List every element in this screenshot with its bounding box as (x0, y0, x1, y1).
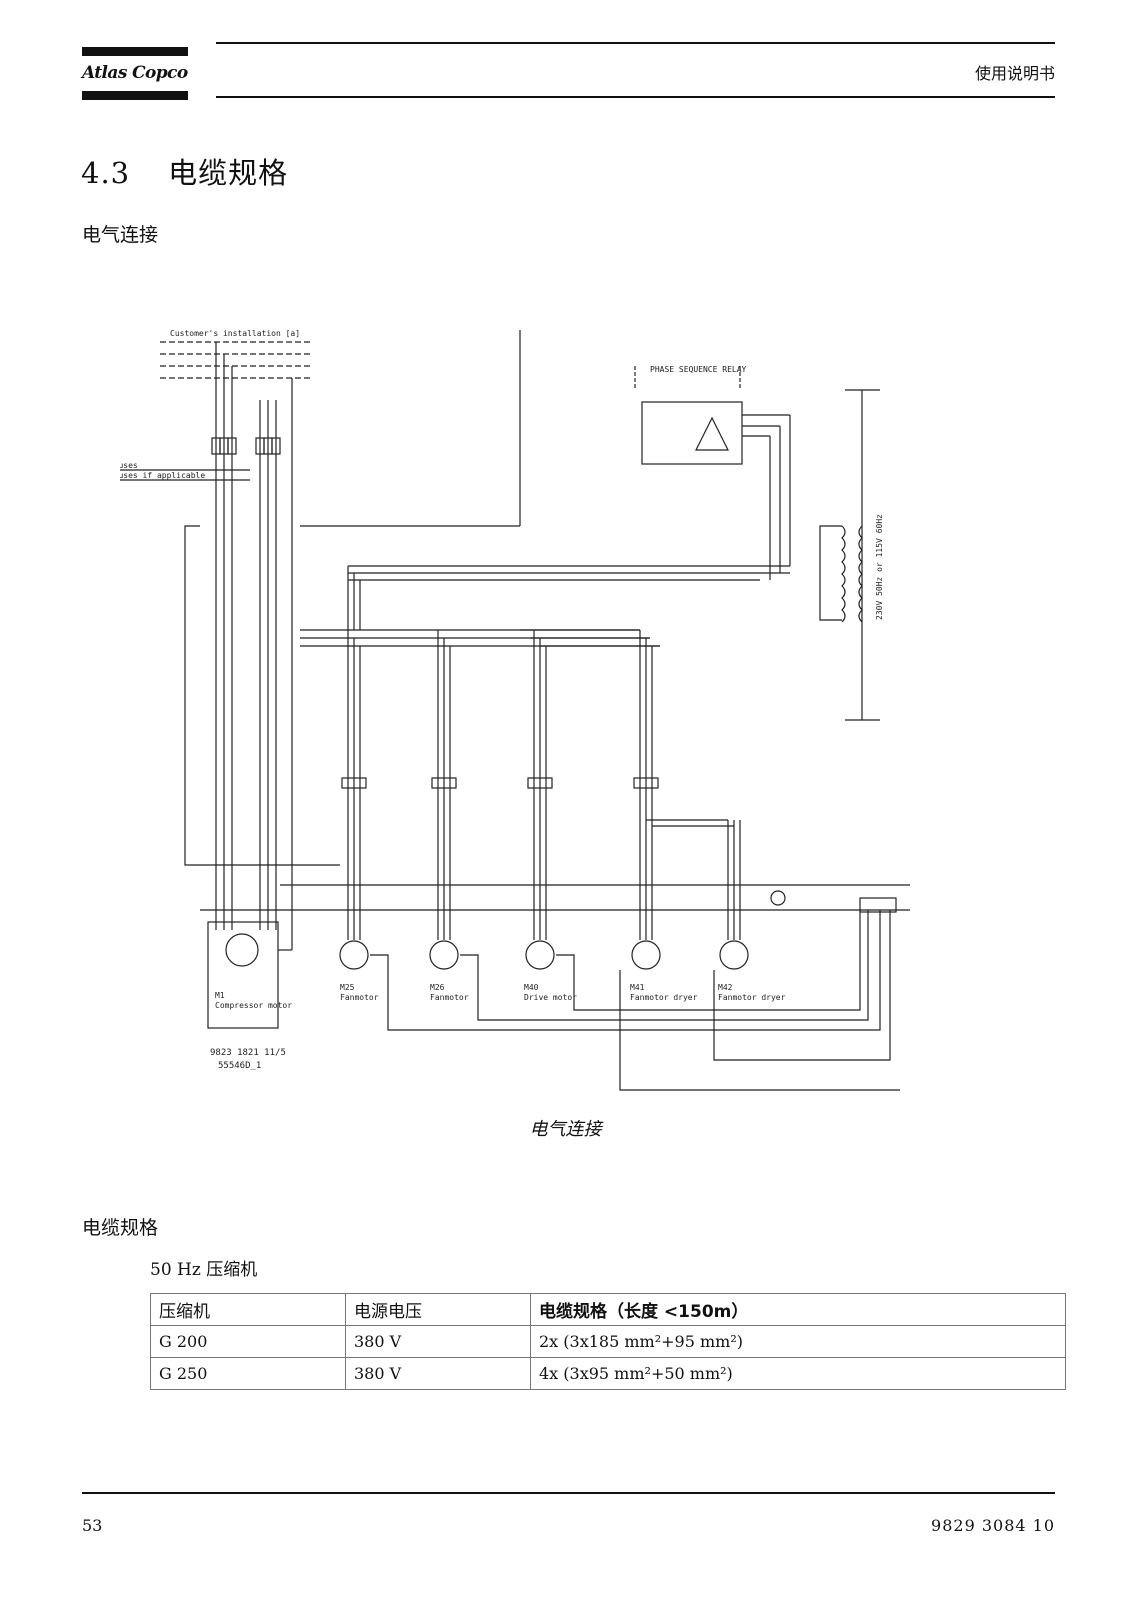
document-title: 使用说明书 (974, 64, 1055, 83)
motor-m41-desc: Fanmotor dryer (630, 993, 698, 1002)
header-rule-top (216, 42, 1055, 44)
table-cell: 2x (3x185 mm²+95 mm²) (530, 1325, 1066, 1358)
motor-m1-code: M1 (215, 991, 225, 1000)
table-header-cable: 电缆规格（长度 <150m） (530, 1293, 1066, 1326)
page-number: 53 (82, 1516, 103, 1535)
section-title: 电缆规格 (168, 156, 289, 190)
table-cell: G 250 (150, 1357, 346, 1390)
diagram-caption: 电气连接 (529, 1119, 602, 1140)
logo-top-bar (82, 47, 188, 56)
cable-spec-table: 压缩机 电源电压 电缆规格（长度 <150m） G 200 380 V 2x (… (150, 1293, 1066, 1390)
table-header-compressor: 压缩机 (150, 1293, 346, 1326)
motor-m1-desc: Compressor motor (215, 1001, 292, 1010)
atlas-copco-logo: Atlas Copco (82, 47, 188, 100)
motor-m26-desc: Fanmotor (430, 993, 469, 1002)
motor-m40-code: M40 (524, 983, 539, 992)
section-number: 4.3 (81, 156, 131, 190)
table-row: G 200 380 V 2x (3x185 mm²+95 mm²) (150, 1325, 1066, 1358)
subheading-cable-spec: 电缆规格 (82, 1217, 159, 1239)
frequency-label: 50 Hz 压缩机 (150, 1260, 258, 1280)
table-header-voltage: 电源电压 (345, 1293, 531, 1326)
subheading-electrical-connection: 电气连接 (82, 224, 159, 246)
diagram-ref-2: 55546D_1 (218, 1061, 261, 1071)
table-cell: 380 V (345, 1357, 531, 1390)
motor-m42-code: M42 (718, 983, 733, 992)
motor-m40-desc: Drive motor (524, 993, 577, 1002)
transformer-voltage-label: 230V 50Hz or 115V 60Hz (875, 514, 884, 620)
phase-sequence-relay-label: PHASE SEQUENCE RELAY (650, 365, 747, 374)
header-rule-bottom (216, 96, 1055, 98)
customer-installation-label: Customer's installation [a] (170, 330, 300, 338)
table-cell: 4x (3x95 mm²+50 mm²) (530, 1357, 1066, 1390)
document-number: 9829 3084 10 (931, 1516, 1055, 1535)
table-row: G 250 380 V 4x (3x95 mm²+50 mm²) (150, 1357, 1066, 1390)
logo-bottom-bar (82, 91, 188, 100)
wiring-diagram: Customer's installation [a] PHASE SEQUEN… (120, 330, 910, 1091)
table-header-row: 压缩机 电源电压 电缆规格（长度 <150m） (150, 1293, 1066, 1326)
table-cell: G 200 (150, 1325, 346, 1358)
motor-m25-desc: Fanmotor (340, 993, 379, 1002)
logo-wordmark: Atlas Copco (82, 63, 188, 83)
fuses-label: 8 fuses (120, 461, 138, 470)
table-cell: 380 V (345, 1325, 531, 1358)
diagram-ref-1: 9823 1821 11/5 (210, 1048, 286, 1058)
motor-m26-code: M26 (430, 983, 445, 992)
motor-m42-desc: Fanmotor dryer (718, 993, 786, 1002)
footer-rule (82, 1492, 1055, 1494)
section-heading: 4.3 电缆规格 (81, 150, 288, 192)
motor-m41-code: M41 (630, 983, 645, 992)
motor-m25-code: M25 (340, 983, 355, 992)
fuses-if-applicable-label: 8 fuses if applicable (120, 471, 205, 480)
